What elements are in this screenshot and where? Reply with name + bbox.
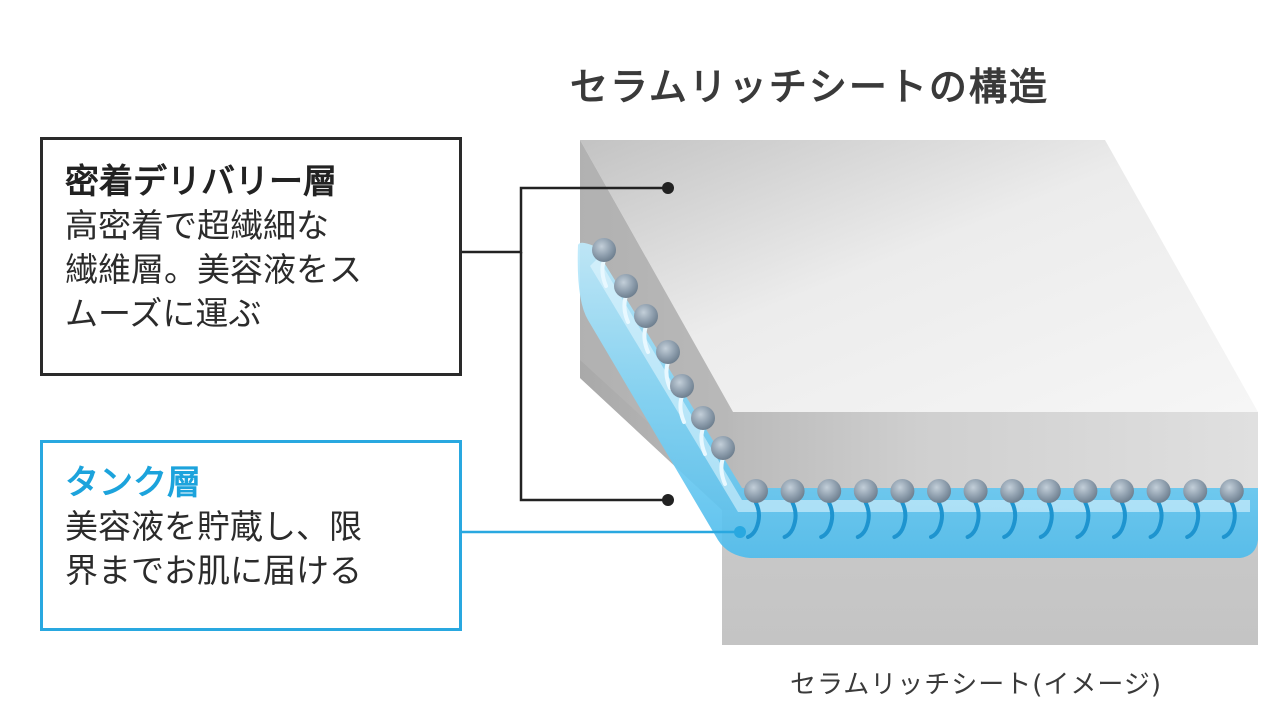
tank-layer-callout: タンク層 美容液を貯蔵し、限 界までお肌に届ける (40, 440, 462, 631)
bead-stem (1185, 501, 1201, 539)
delivery-connector-lower (519, 252, 668, 502)
bead (963, 479, 988, 503)
bead-stem (1075, 501, 1091, 539)
gel-band (577, 242, 1258, 558)
bead (853, 479, 878, 503)
delivery-layer-callout: 密着デリバリー層 高密着で超繊細な 繊維層。美容液をス ムーズに運ぶ (40, 137, 462, 376)
bead-row-diagonal (600, 258, 727, 486)
delivery-layer-text-line: 繊維層。美容液をス (65, 250, 362, 289)
bead (1073, 479, 1098, 503)
bead (1146, 479, 1171, 503)
bead (691, 406, 715, 430)
bead-row-diagonal-heads (592, 238, 735, 460)
bead-row-horizontal (744, 479, 1244, 539)
bead (1036, 479, 1061, 503)
tank-layer-band (577, 242, 1258, 558)
bead (817, 479, 842, 503)
bead-stem (1221, 501, 1237, 539)
bead (670, 374, 694, 398)
bead (1110, 479, 1134, 503)
tank-layer-heading: タンク層 (65, 463, 201, 503)
bead-stem (1002, 501, 1018, 539)
bead (1000, 479, 1025, 503)
bead-stem (929, 501, 944, 539)
bead-stem (892, 501, 908, 539)
bead (634, 304, 658, 328)
delivery-pointer-dot-lower (662, 494, 674, 506)
bead-stem (782, 501, 798, 539)
bead-stem (965, 501, 981, 539)
tank-layer-text-line: 美容液を貯蔵し、限 (65, 507, 362, 546)
tank-pointer-dot (734, 526, 746, 538)
bead (744, 479, 768, 503)
bead (711, 436, 735, 460)
delivery-connector (462, 186, 668, 254)
bead (1219, 479, 1244, 503)
tank-layer-text-line: 界までお肌に届ける (65, 551, 362, 590)
bead (890, 479, 915, 503)
bead-stem (819, 501, 835, 539)
bead (592, 238, 616, 262)
delivery-layer-heading: 密着デリバリー層 (65, 162, 337, 202)
bead (656, 340, 680, 364)
bead-stem (855, 501, 871, 539)
page-title: セラムリッチシートの構造 (570, 65, 1049, 109)
bead (1183, 479, 1208, 503)
bead (927, 479, 951, 503)
connector-lines (462, 186, 668, 502)
bead-stem (1038, 501, 1054, 539)
diagram-caption: セラムリッチシート(イメージ) (790, 670, 1162, 700)
bead (780, 479, 805, 503)
bead (614, 274, 638, 298)
bead-stem (1112, 501, 1127, 539)
delivery-pointer-dot (662, 182, 674, 194)
sheet-slope-face (580, 140, 1258, 510)
bead-stem (746, 501, 761, 539)
sheet-top-face (580, 140, 1258, 412)
delivery-layer-text-line: ムーズに運ぶ (65, 294, 262, 333)
bead-stem (1148, 501, 1164, 539)
delivery-layer-text-line: 高密着で超繊細な (65, 206, 329, 245)
